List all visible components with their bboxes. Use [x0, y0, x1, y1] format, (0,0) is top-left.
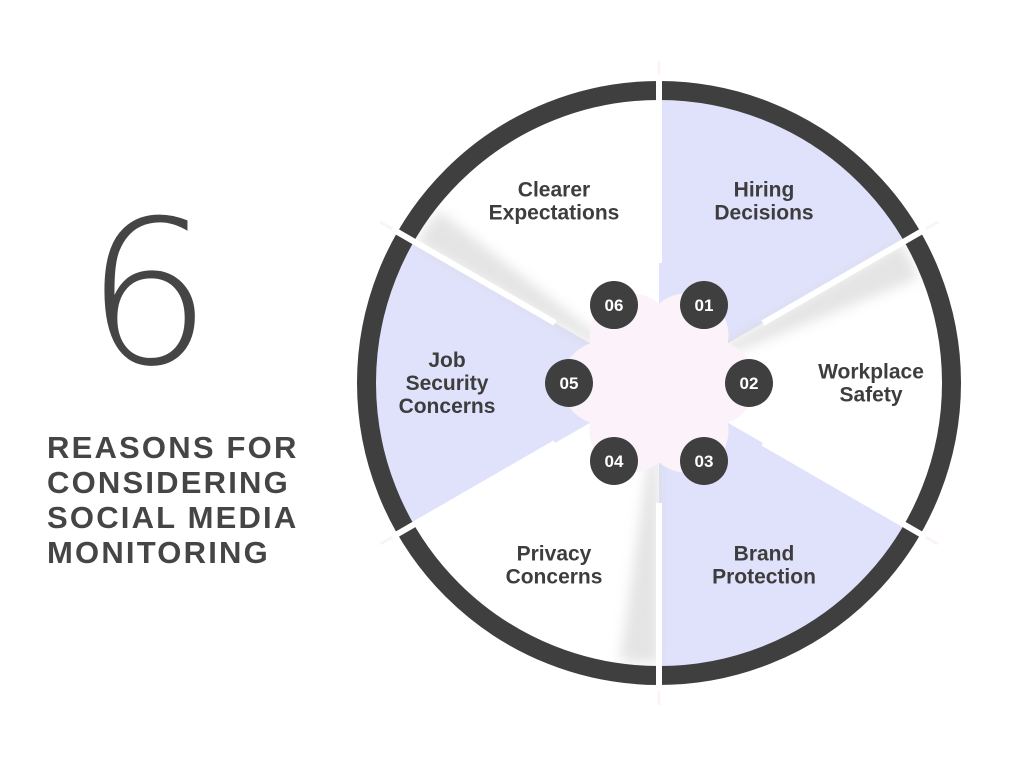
headline-line-3: SOCIAL MEDIA	[47, 500, 299, 535]
segment-divider	[385, 440, 557, 543]
divider-tick	[379, 220, 394, 231]
badge-number: 02	[740, 374, 759, 393]
segment-05	[374, 240, 659, 526]
badge-number: 03	[695, 452, 714, 471]
headline: REASONS FOR CONSIDERING SOCIAL MEDIA MON…	[47, 430, 299, 570]
badge-circle	[680, 281, 728, 330]
badge-number: 05	[560, 374, 579, 393]
badge-number: 06	[605, 296, 624, 315]
badge-04: 04	[590, 436, 638, 485]
divider-tick	[379, 535, 394, 546]
big-number: 6	[85, 178, 213, 411]
segment-divider	[761, 223, 933, 326]
badge-05: 05	[545, 359, 593, 407]
headline-line-2: CONSIDERING	[47, 465, 290, 500]
divider-tick	[924, 220, 939, 231]
segment-divider	[385, 223, 557, 326]
segment-divider	[761, 440, 933, 543]
badge-number: 01	[695, 296, 714, 315]
badge-circle	[590, 436, 638, 485]
badge-circle	[545, 359, 593, 407]
headline-line-1: REASONS FOR	[47, 430, 299, 465]
divider-tick	[924, 535, 939, 546]
badge-02: 02	[725, 359, 773, 407]
badge-03: 03	[680, 436, 728, 485]
hub-center	[587, 311, 731, 455]
badge-circle	[680, 436, 728, 485]
badge-06: 06	[590, 281, 638, 330]
badge-01: 01	[680, 281, 728, 330]
headline-line-4: MONITORING	[47, 535, 270, 570]
badge-circle	[590, 281, 638, 330]
segment-02	[659, 240, 944, 526]
badge-number: 04	[605, 452, 624, 471]
badge-circle	[725, 359, 773, 407]
